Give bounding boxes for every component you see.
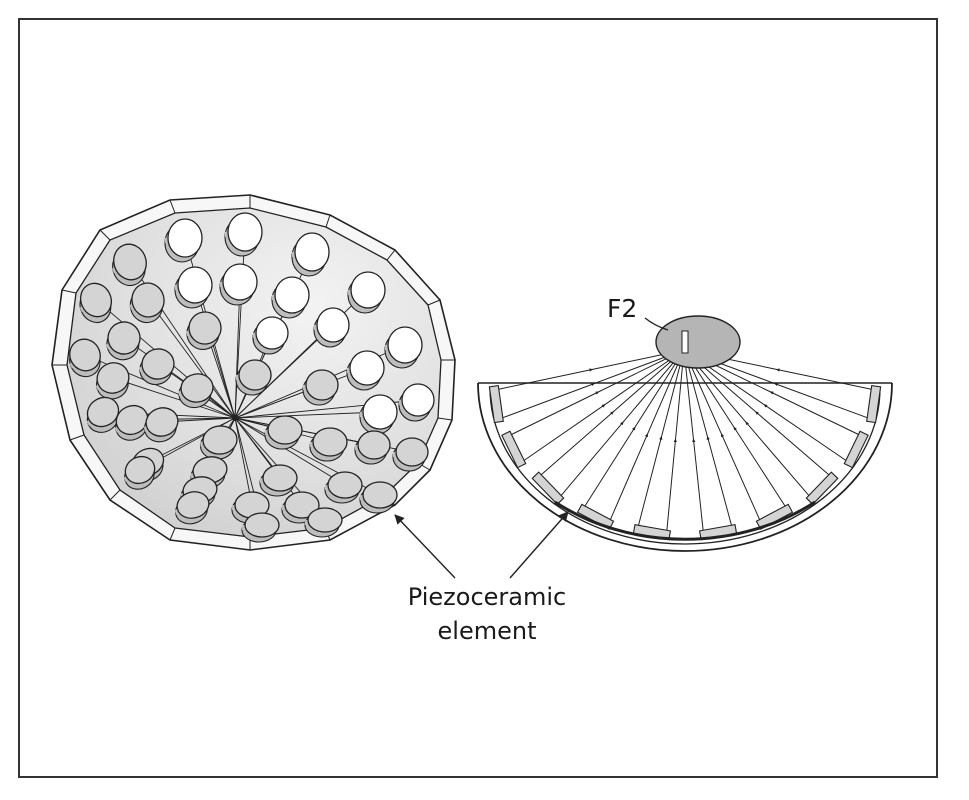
beam-line bbox=[498, 349, 685, 390]
piezo-element bbox=[219, 263, 258, 306]
beam-line bbox=[502, 349, 685, 419]
piezo-element bbox=[271, 276, 310, 319]
beam-line bbox=[523, 349, 685, 461]
rim-segment-lines bbox=[52, 195, 455, 550]
piezo-element bbox=[304, 507, 343, 538]
piezo-element bbox=[354, 430, 391, 465]
piezo-element bbox=[259, 464, 298, 497]
section-element bbox=[805, 471, 839, 506]
piezo-element bbox=[384, 326, 423, 369]
beam-line bbox=[540, 349, 685, 476]
piezo-element bbox=[302, 369, 339, 406]
piezo-element bbox=[359, 394, 398, 435]
beam-line bbox=[584, 349, 685, 507]
piezo-element bbox=[186, 311, 222, 350]
piezo-element bbox=[112, 243, 147, 287]
section-element bbox=[755, 503, 794, 530]
piezo-element bbox=[324, 471, 363, 504]
piezo-leader-right bbox=[509, 511, 569, 579]
acoustic-beams bbox=[498, 349, 872, 531]
piezo-element bbox=[241, 512, 280, 543]
focal-zone-f2 bbox=[655, 315, 741, 369]
section-elements bbox=[488, 385, 882, 541]
piezo-element bbox=[359, 481, 398, 514]
beam-line bbox=[638, 349, 685, 526]
beam-line bbox=[511, 349, 685, 435]
beam-line bbox=[666, 349, 685, 531]
piezo-element-label: Piezoceramic element bbox=[390, 580, 584, 648]
piezo-leader-left bbox=[394, 514, 456, 579]
piezo-element bbox=[309, 427, 348, 462]
section-outer-arc bbox=[477, 382, 893, 552]
bowl-center-point bbox=[232, 415, 238, 421]
piezo-element bbox=[79, 282, 113, 324]
piezo-element bbox=[95, 362, 130, 400]
piezo-element bbox=[69, 338, 101, 378]
piezo-element bbox=[129, 282, 165, 324]
piezo-element bbox=[178, 373, 214, 409]
beam-line bbox=[683, 349, 761, 520]
piezo-element bbox=[392, 437, 429, 472]
piezo-element bbox=[347, 271, 386, 314]
piezo-element bbox=[143, 407, 179, 443]
piezo-element bbox=[106, 321, 141, 361]
piezo-element bbox=[123, 455, 156, 490]
piezo-element bbox=[139, 348, 175, 386]
piezo-element bbox=[86, 396, 120, 433]
section-element bbox=[488, 385, 504, 424]
beam-line bbox=[609, 349, 685, 520]
piezo-element bbox=[398, 383, 435, 422]
piezo-element bbox=[114, 404, 149, 441]
piezo-elements bbox=[69, 212, 435, 543]
beam-line bbox=[683, 349, 732, 526]
beam-line bbox=[683, 349, 810, 496]
piezo-element bbox=[281, 491, 320, 524]
beam-line bbox=[683, 349, 704, 531]
focal-point-marker bbox=[681, 330, 689, 354]
section-element bbox=[501, 430, 527, 469]
section-inner-arc bbox=[489, 387, 881, 545]
beam-line bbox=[683, 349, 830, 476]
piezo-element bbox=[164, 218, 203, 263]
piezo-element bbox=[252, 316, 289, 355]
piezo-element bbox=[174, 491, 210, 525]
f2-leader-line bbox=[644, 317, 669, 331]
section-element bbox=[866, 385, 882, 424]
piezo-label-line2: element bbox=[437, 617, 537, 645]
beam-line bbox=[560, 349, 685, 496]
piezo-element bbox=[235, 359, 272, 396]
piezo-label-line1: Piezoceramic bbox=[407, 583, 567, 611]
beam-line bbox=[683, 349, 786, 507]
bowl-cross-section bbox=[477, 315, 893, 552]
piezo-element bbox=[174, 266, 213, 309]
piezo-element bbox=[264, 415, 303, 450]
piezo-element bbox=[346, 350, 385, 391]
piezo-element bbox=[224, 212, 263, 257]
focus-label-f2: F2 bbox=[607, 294, 638, 323]
section-element bbox=[531, 471, 565, 506]
beam-line bbox=[683, 349, 847, 461]
section-element bbox=[843, 430, 869, 469]
piezo-element bbox=[199, 425, 238, 460]
piezo-element bbox=[313, 307, 350, 348]
piezo-element bbox=[291, 232, 330, 277]
bowl-perspective-view bbox=[51, 194, 456, 551]
